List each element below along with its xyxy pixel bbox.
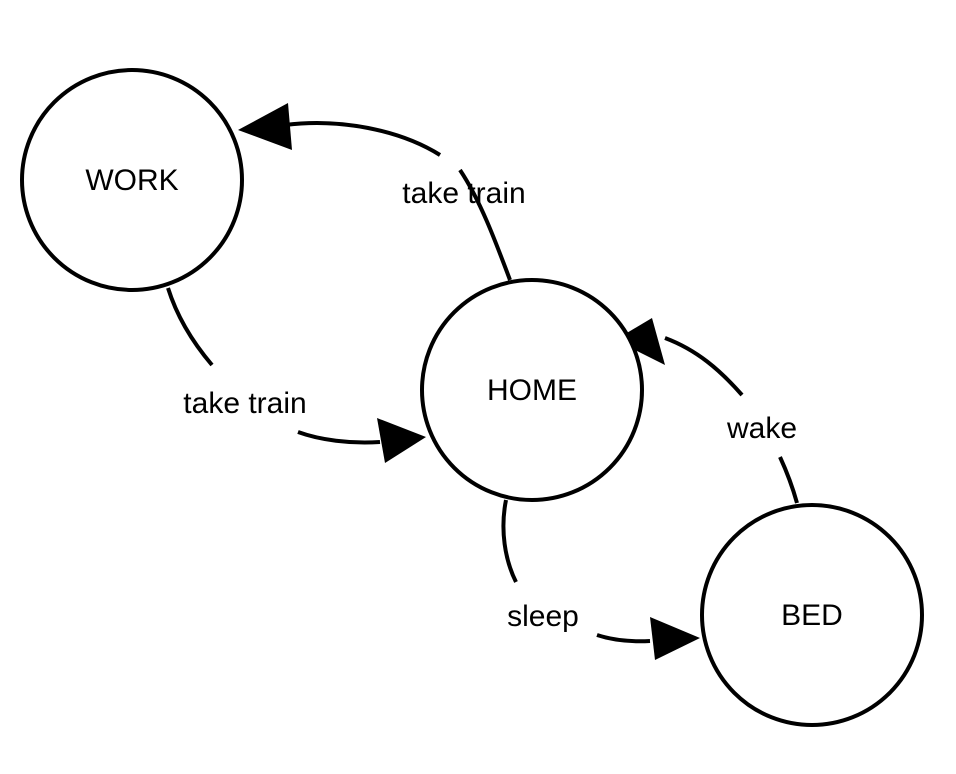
node-home: HOME — [420, 278, 644, 502]
edge-home-to-bed: sleep — [501, 499, 700, 660]
node-bed-circle — [700, 503, 924, 727]
node-bed: BED — [700, 503, 924, 727]
edge-line-work-to-home — [166, 287, 381, 445]
edge-work-to-home: take train — [166, 287, 426, 463]
node-work-circle — [20, 68, 244, 292]
arrowhead-home-to-bed — [650, 617, 700, 660]
edge-label-home-to-work: take train — [402, 177, 525, 210]
edge-label-bed-to-home: wake — [726, 412, 797, 445]
edge-line-home-to-work — [284, 121, 512, 281]
edge-line-bed-to-home — [664, 336, 799, 504]
node-home-circle — [420, 278, 644, 502]
edge-label-work-to-home: take train — [183, 387, 306, 420]
edge-line-home-to-bed — [501, 499, 651, 644]
edge-home-to-work: take train — [238, 103, 526, 281]
arrowhead-bed-to-home — [615, 318, 665, 365]
node-home-label: HOME — [487, 374, 577, 407]
edge-bed-to-home: wake — [615, 318, 799, 504]
node-work-label: WORK — [85, 164, 178, 197]
arrowhead-work-to-home — [377, 418, 426, 463]
node-work: WORK — [20, 68, 244, 292]
node-bed-label: BED — [781, 599, 843, 632]
edge-label-home-to-bed: sleep — [507, 600, 579, 633]
arrowhead-home-to-work — [238, 103, 292, 150]
